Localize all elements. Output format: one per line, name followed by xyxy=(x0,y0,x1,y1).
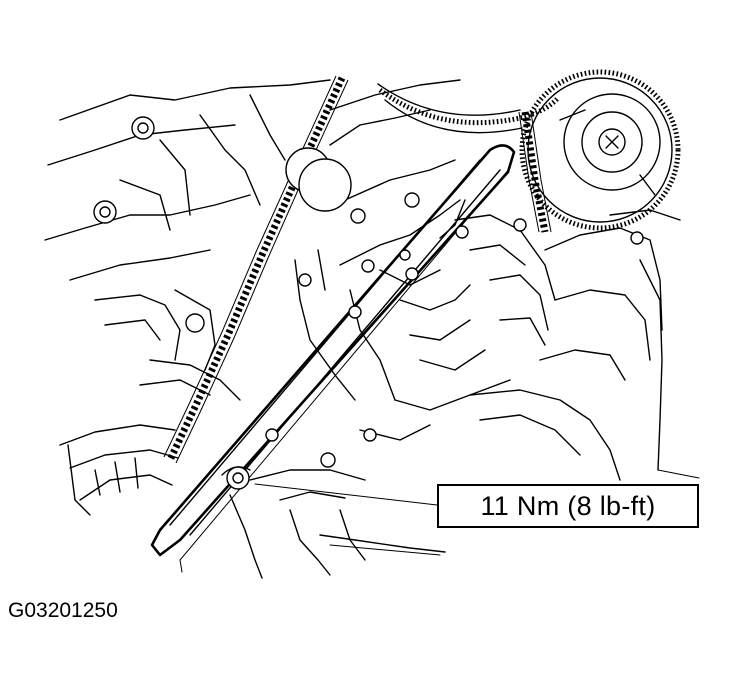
engine-block-outline xyxy=(45,80,699,578)
timing-chain xyxy=(164,76,551,463)
camshaft-sprocket xyxy=(522,72,678,228)
intermediate-gear xyxy=(378,84,558,133)
torque-callout: 11 Nm (8 lb-ft) xyxy=(437,484,699,528)
bolt-holes xyxy=(94,117,643,467)
figure-id: G03201250 xyxy=(8,599,118,622)
torque-spec-label: 11 Nm (8 lb-ft) xyxy=(480,490,656,521)
bolt-icon xyxy=(227,467,249,489)
